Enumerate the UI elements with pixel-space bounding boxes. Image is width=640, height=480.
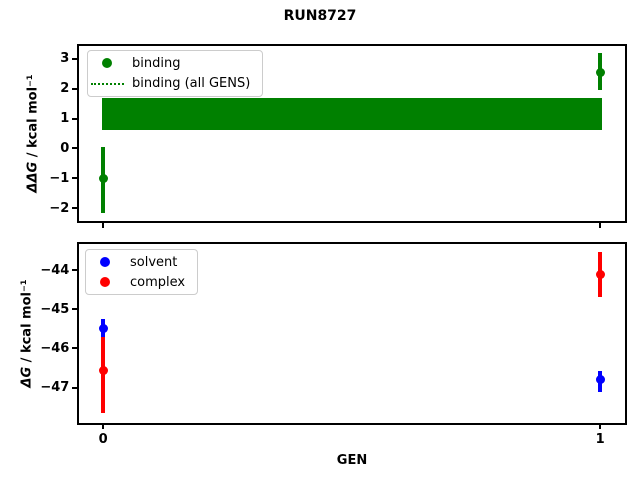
x-tick [102,222,105,228]
y-tick [72,177,78,180]
legend-label-binding-all-gens: binding (all GENS) [132,76,251,92]
data-point-marker [595,269,605,279]
legend-entry-binding: binding [88,54,262,73]
legend-entry-solvent: solvent [86,253,197,272]
y-tick-label: −2 [49,200,70,216]
y-tick [72,347,78,350]
x-tick [102,424,105,430]
y-tick [72,269,78,272]
y-tick [72,87,78,90]
legend-label-solvent: solvent [130,254,178,270]
y-tick-label: −47 [40,380,70,396]
x-tick-label: 0 [98,432,108,448]
confidence-band [101,97,602,130]
legend-entry-binding-all-gens: binding (all GENS) [88,74,262,93]
legend-label-complex: complex [130,274,186,290]
data-point-marker [98,324,108,334]
legend-bottom: solvent complex [85,249,198,295]
figure-title: RUN8727 [283,8,357,24]
y-axis-label-top: ΔΔG / kcal mol⁻¹ [25,44,42,224]
x-tick [599,424,602,430]
x-axis-label: GEN [336,453,368,468]
legend-entry-complex: complex [86,273,197,292]
y-tick-label: −44 [40,262,70,278]
y-tick [72,117,78,120]
dotted-line-icon [90,82,124,85]
y-tick [72,57,78,60]
y-tick-label: 3 [60,51,70,67]
y-tick-label: 1 [60,111,70,127]
legend-top: binding binding (all GENS) [87,50,263,97]
y-tick-label: −1 [49,170,70,186]
y-tick [72,308,78,311]
x-tick [599,222,602,228]
y-tick [72,147,78,150]
data-point-marker [98,365,108,375]
y-tick [72,207,78,210]
y-tick-label: −46 [40,340,70,356]
solvent-marker-icon [100,257,110,267]
legend-label-binding: binding [132,55,181,71]
data-point-marker [595,67,605,77]
data-point-marker [98,173,108,183]
y-tick-label: 2 [60,81,70,97]
binding-marker-icon [102,58,112,69]
data-point-marker [595,375,605,385]
y-tick-label: 0 [60,140,70,156]
error-bar [101,336,106,414]
y-tick-label: −45 [40,301,70,317]
x-tick-label: 1 [595,432,605,448]
y-tick [72,386,78,389]
complex-marker-icon [100,277,110,287]
